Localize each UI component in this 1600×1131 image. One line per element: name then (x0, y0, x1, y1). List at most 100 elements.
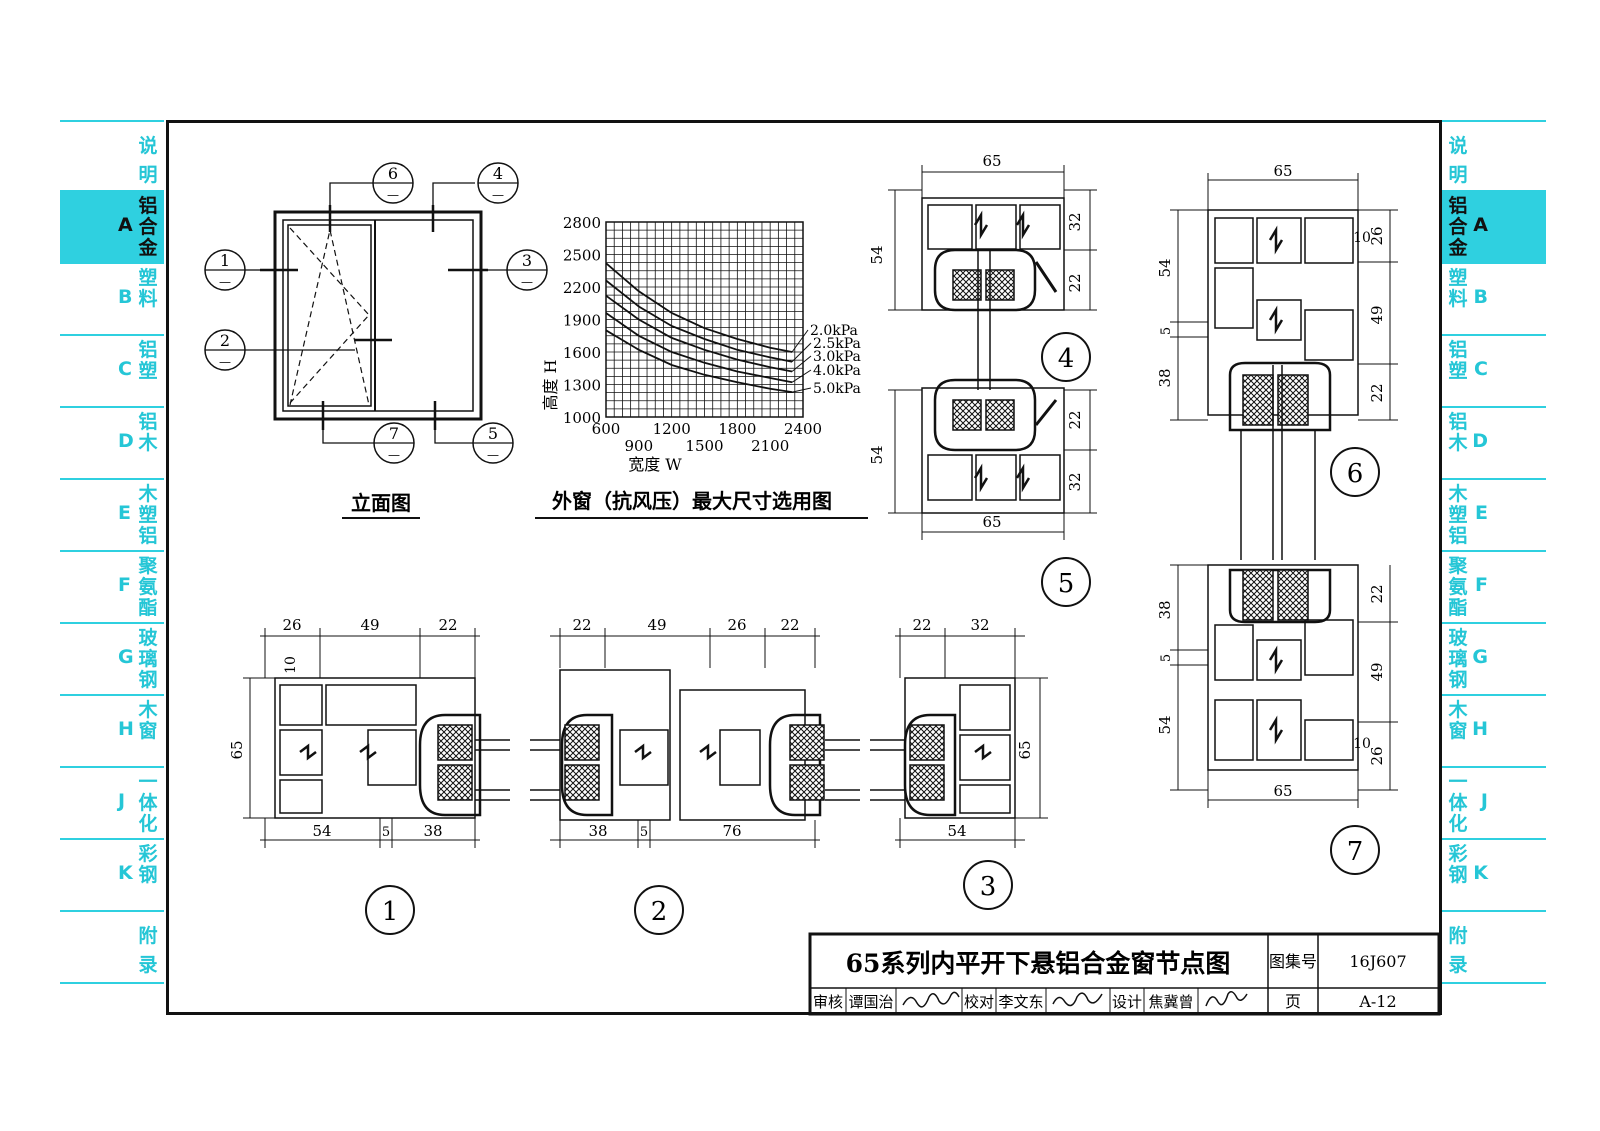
d2-bottom-dim-38: 38 (588, 822, 607, 840)
series-line-4.0kPa (605, 312, 793, 384)
outer-frame (273, 210, 483, 421)
svg-text:—: — (219, 355, 231, 369)
d6-right-dim-22: 22 (1368, 383, 1386, 402)
detail-6-label: 6 (1330, 447, 1380, 497)
tab-appendix[interactable]: 附录 (60, 912, 164, 984)
d5-right-dim-32: 32 (1066, 472, 1084, 491)
detail-4-5-dimensions (888, 165, 1097, 540)
x-axis-label: 宽度 W (628, 455, 682, 474)
section-cut-marks (260, 205, 488, 430)
section-marker-4: 4— (477, 162, 519, 204)
tab-label: 铝木 (1448, 411, 1468, 454)
d6-left-dim-38: 38 (1156, 368, 1174, 387)
d7-right-dim-26: 26 (1368, 746, 1386, 765)
tab-code: E (1475, 502, 1488, 524)
tab-shuoming[interactable]: 说明 (1442, 120, 1546, 192)
tab-code: D (1472, 430, 1488, 452)
d1-bottom-dim-38: 38 (423, 822, 442, 840)
series-leader (791, 329, 809, 353)
d3-top-dim-22: 22 (912, 616, 931, 634)
page-number: A-12 (1358, 992, 1396, 1011)
svg-text:3: 3 (980, 872, 997, 902)
tab-code: K (118, 862, 133, 884)
tab-code: D (118, 430, 134, 452)
svg-text:4: 4 (493, 164, 503, 183)
elevation-caption: 立面图 (351, 491, 411, 515)
tab-code: C (118, 358, 132, 380)
d3-top-dim-32: 32 (970, 616, 989, 634)
series-label: 3.0kPa (813, 349, 861, 365)
svg-text:—: — (387, 188, 399, 202)
tab-label: 附录 (1448, 925, 1468, 976)
d1-top-dim-22: 22 (438, 616, 457, 634)
tab-label: 附录 (138, 925, 158, 976)
d5-bottom-dim-65: 65 (982, 513, 1001, 531)
tab-code: G (1472, 646, 1488, 668)
svg-text:—: — (219, 275, 231, 289)
d4-top-dim-65: 65 (982, 152, 1001, 170)
tab-code: H (1472, 718, 1488, 740)
tab-appendix[interactable]: 附录 (1442, 912, 1546, 984)
x-tick-label: 1800 (718, 420, 756, 438)
series-label: 2.5kPa (813, 336, 861, 352)
section-marker-6: 6— (372, 162, 414, 204)
elevation-markers: 6—4—1—3—2—7—5— (204, 162, 548, 464)
d7-right-dim-10: 10 (1353, 736, 1371, 752)
detail-7-section (1207, 564, 1359, 771)
svg-text:6: 6 (388, 164, 398, 183)
detail-6-section (1207, 209, 1359, 560)
tab-label: 铝塑 (1448, 339, 1468, 382)
d2-top-dim-26: 26 (727, 616, 746, 634)
d2-bottom-dim-76: 76 (722, 822, 741, 840)
svg-text:—: — (492, 188, 504, 202)
y-tick-label: 1600 (563, 344, 601, 362)
tab-label: 彩钢 (1448, 843, 1468, 886)
detail-4-label: 4 (1041, 332, 1091, 382)
detail-1-section (274, 677, 510, 819)
d7-left-dim-54: 54 (1156, 715, 1174, 734)
x-tick-label: 1200 (653, 420, 691, 438)
tab-code: E (118, 502, 131, 524)
review-label: 审核 (813, 993, 843, 1011)
d1-top-dim-26: 26 (282, 616, 301, 634)
d7-bottom-dim-65: 65 (1273, 782, 1292, 800)
tab-label: 木窗 (1448, 699, 1468, 742)
chart-title: 外窗（抗风压）最大尺寸选用图 (552, 489, 832, 513)
svg-text:5: 5 (1058, 569, 1075, 599)
d1-top-dim-49: 49 (360, 616, 379, 634)
tab-code: J (118, 790, 126, 812)
d7-right-dim-22: 22 (1368, 584, 1386, 603)
d6-right-dim-49: 49 (1368, 305, 1386, 324)
tab-code: F (118, 574, 131, 596)
d6-left-dim-54: 54 (1156, 258, 1174, 277)
d2-top-dim-22: 22 (572, 616, 591, 634)
y-tick-label: 2500 (563, 247, 601, 265)
tab-shuoming[interactable]: 说明 (60, 120, 164, 192)
detail-7-label: 7 (1330, 825, 1380, 875)
d4-left-dim-54: 54 (868, 245, 886, 264)
detail-2-section (530, 669, 860, 821)
series-label: 5.0kPa (813, 381, 861, 397)
